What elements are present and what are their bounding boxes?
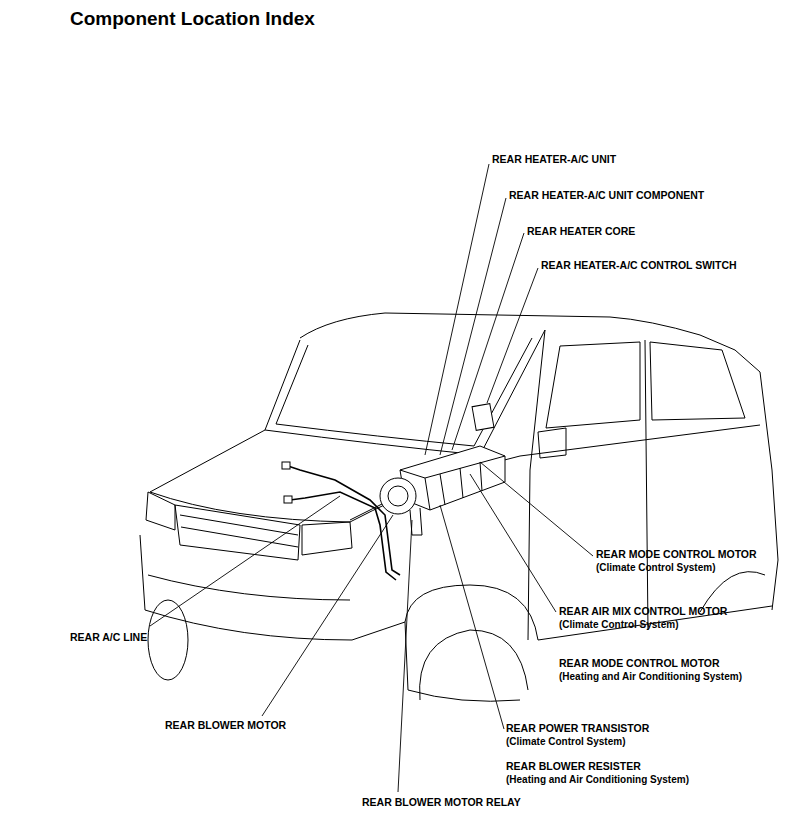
label-line: REAR BLOWER RESISTER bbox=[506, 760, 689, 773]
leader-line bbox=[150, 164, 593, 792]
part-label: REAR MODE CONTROL MOTOR (Climate Control… bbox=[596, 548, 757, 574]
part-label: REAR HEATER-A/C UNIT bbox=[492, 153, 616, 166]
label-line: (Heating and Air Conditioning System) bbox=[506, 773, 689, 786]
part-label: REAR HEATER-A/C CONTROL SWITCH bbox=[541, 259, 737, 272]
label-line: REAR AIR MIX CONTROL MOTOR bbox=[559, 605, 727, 618]
ac-line-fittings bbox=[282, 462, 292, 503]
label-line: (Climate Control System) bbox=[596, 561, 757, 574]
part-label: REAR BLOWER MOTOR bbox=[165, 719, 286, 732]
label-line: (Heating and Air Conditioning System) bbox=[559, 670, 742, 683]
label-line: REAR MODE CONTROL MOTOR bbox=[559, 657, 742, 670]
label-line: REAR MODE CONTROL MOTOR bbox=[596, 548, 757, 561]
label-line: (Climate Control System) bbox=[506, 735, 649, 748]
page-title: Component Location Index bbox=[70, 8, 315, 30]
part-label: REAR HEATER CORE bbox=[527, 225, 635, 238]
label-line: (Climate Control System) bbox=[559, 618, 727, 631]
part-label: REAR MODE CONTROL MOTOR (Heating and Air… bbox=[559, 657, 742, 683]
part-label: REAR BLOWER RESISTER (Heating and Air Co… bbox=[506, 760, 689, 786]
part-label: REAR BLOWER MOTOR RELAY bbox=[362, 796, 521, 809]
vehicle-body bbox=[140, 313, 778, 701]
part-label: REAR AIR MIX CONTROL MOTOR (Climate Cont… bbox=[559, 605, 727, 631]
ac-line bbox=[288, 466, 400, 580]
part-label: REAR HEATER-A/C UNIT COMPONENT bbox=[509, 189, 704, 202]
part-label: REAR POWER TRANSISTOR (Climate Control S… bbox=[506, 722, 649, 748]
part-label: REAR A/C LINE bbox=[70, 631, 147, 644]
label-line: REAR POWER TRANSISTOR bbox=[506, 722, 649, 735]
